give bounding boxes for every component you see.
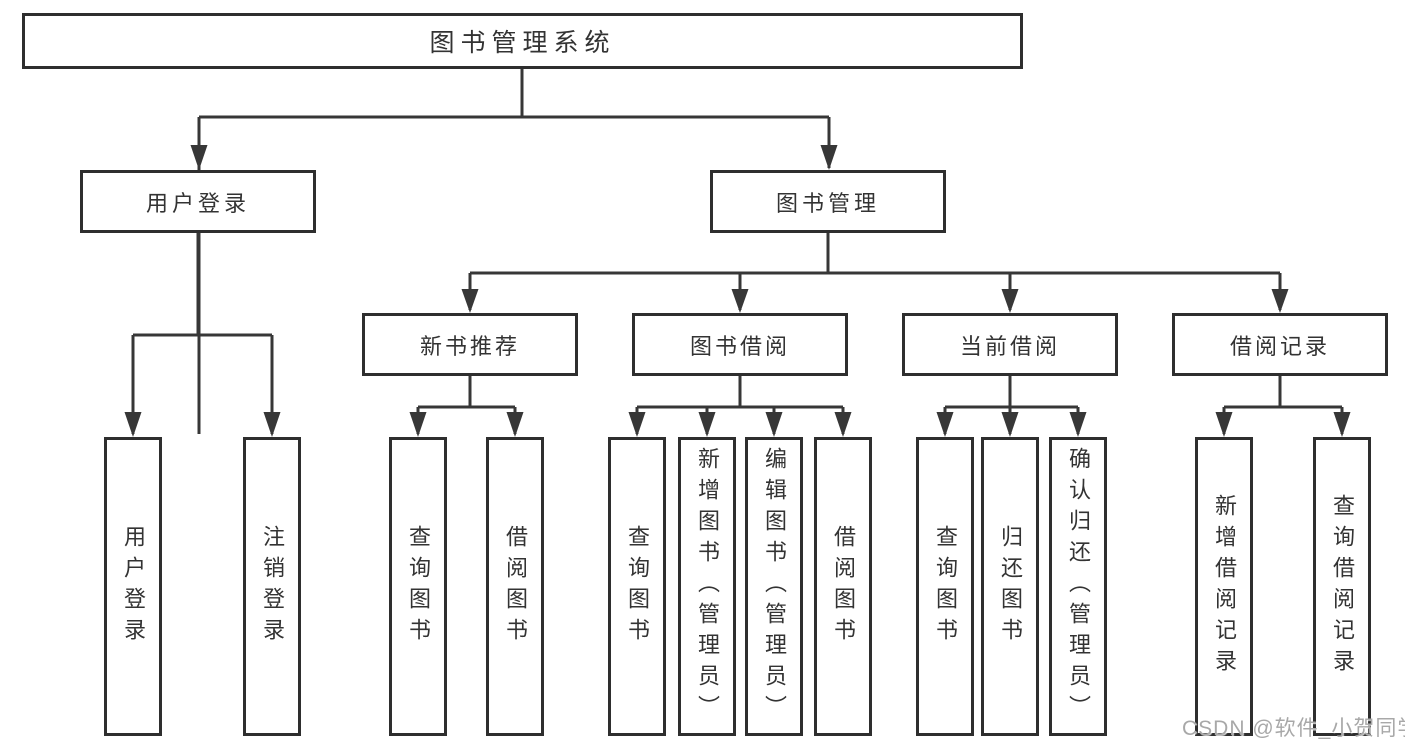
connector-lines <box>131 68 1344 434</box>
leaf-label: 注销登录 <box>260 524 285 649</box>
leaf-label: 查询借阅记录 <box>1330 493 1355 680</box>
leaf-label: 新增借阅记录 <box>1212 493 1237 680</box>
node-label: 用户登录 <box>145 190 250 216</box>
leaf-label: 确认归还（管理员） <box>1066 447 1091 726</box>
leaf-label: 查询图书 <box>625 524 650 649</box>
leaf-query-book-current: 查询图书 <box>916 437 974 736</box>
leaf-label: 借阅图书 <box>503 524 528 649</box>
node-label: 图书管理系统 <box>429 29 616 57</box>
leaf-label: 查询图书 <box>933 524 958 649</box>
leaf-edit-book-admin: 编辑图书（管理员） <box>745 437 803 736</box>
leaf-label: 归还图书 <box>998 524 1023 649</box>
leaf-label: 新增图书（管理员） <box>695 447 720 726</box>
leaf-query-book-borrowing: 查询图书 <box>608 437 666 736</box>
leaf-logout: 注销登录 <box>243 437 301 736</box>
node-book-borrowing: 图书借阅 <box>632 313 848 376</box>
leaf-query-borrow-record: 查询借阅记录 <box>1313 437 1371 736</box>
node-label: 图书借阅 <box>689 333 790 359</box>
node-current-borrowing: 当前借阅 <box>902 313 1118 376</box>
leaf-query-book-recommend: 查询图书 <box>389 437 447 736</box>
arrow-down-icons <box>124 145 1351 437</box>
node-library-system-root: 图书管理系统 <box>22 13 1023 69</box>
leaf-label: 用户登录 <box>121 524 146 649</box>
leaf-confirm-return-admin: 确认归还（管理员） <box>1049 437 1107 736</box>
leaf-add-borrow-record: 新增借阅记录 <box>1195 437 1253 736</box>
leaf-user-login: 用户登录 <box>104 437 162 736</box>
csdn-watermark: CSDN @软件_小贺同学 <box>1182 717 1405 740</box>
node-borrowing-records: 借阅记录 <box>1172 313 1388 376</box>
leaf-return-book: 归还图书 <box>981 437 1039 736</box>
leaf-label: 编辑图书（管理员） <box>762 447 787 726</box>
node-label: 新书推荐 <box>419 333 520 359</box>
leaf-borrow-book-recommend: 借阅图书 <box>486 437 544 736</box>
node-label: 借阅记录 <box>1229 333 1330 359</box>
leaf-label: 借阅图书 <box>831 524 856 649</box>
node-new-book-recommend: 新书推荐 <box>362 313 578 376</box>
node-book-management-branch: 图书管理 <box>710 170 946 233</box>
leaf-label: 查询图书 <box>406 524 431 649</box>
leaf-add-book-admin: 新增图书（管理员） <box>678 437 736 736</box>
node-label: 当前借阅 <box>959 333 1060 359</box>
node-user-login-branch: 用户登录 <box>80 170 316 233</box>
leaf-borrow-book: 借阅图书 <box>814 437 872 736</box>
node-label: 图书管理 <box>775 190 880 216</box>
